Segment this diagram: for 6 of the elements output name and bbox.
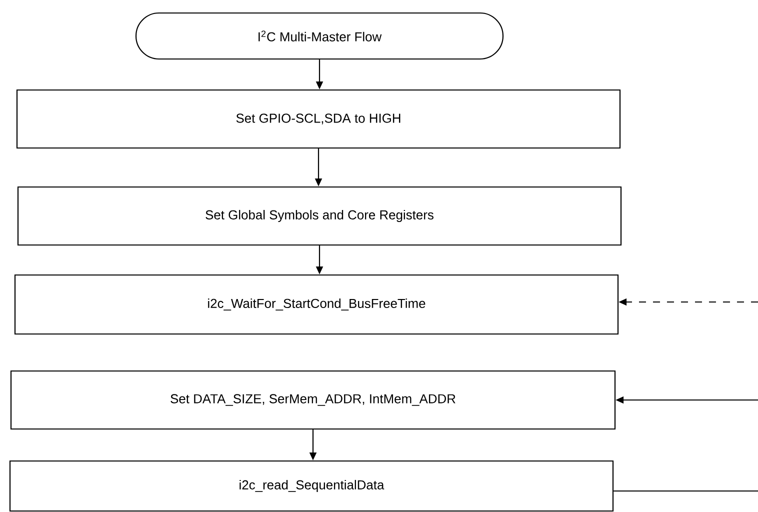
process-box: Set GPIO-SCL,SDA to HIGH bbox=[16, 89, 621, 149]
connector-line bbox=[614, 490, 758, 492]
process-box: Set Global Symbols and Core Registers bbox=[17, 186, 622, 246]
process-box: Set DATA_SIZE, SerMem_ADDR, IntMem_ADDR bbox=[10, 370, 616, 430]
process-box: i2c_WaitFor_StartCond_BusFreeTime bbox=[14, 274, 619, 335]
process-box: i2c_read_SequentialData bbox=[9, 460, 614, 512]
